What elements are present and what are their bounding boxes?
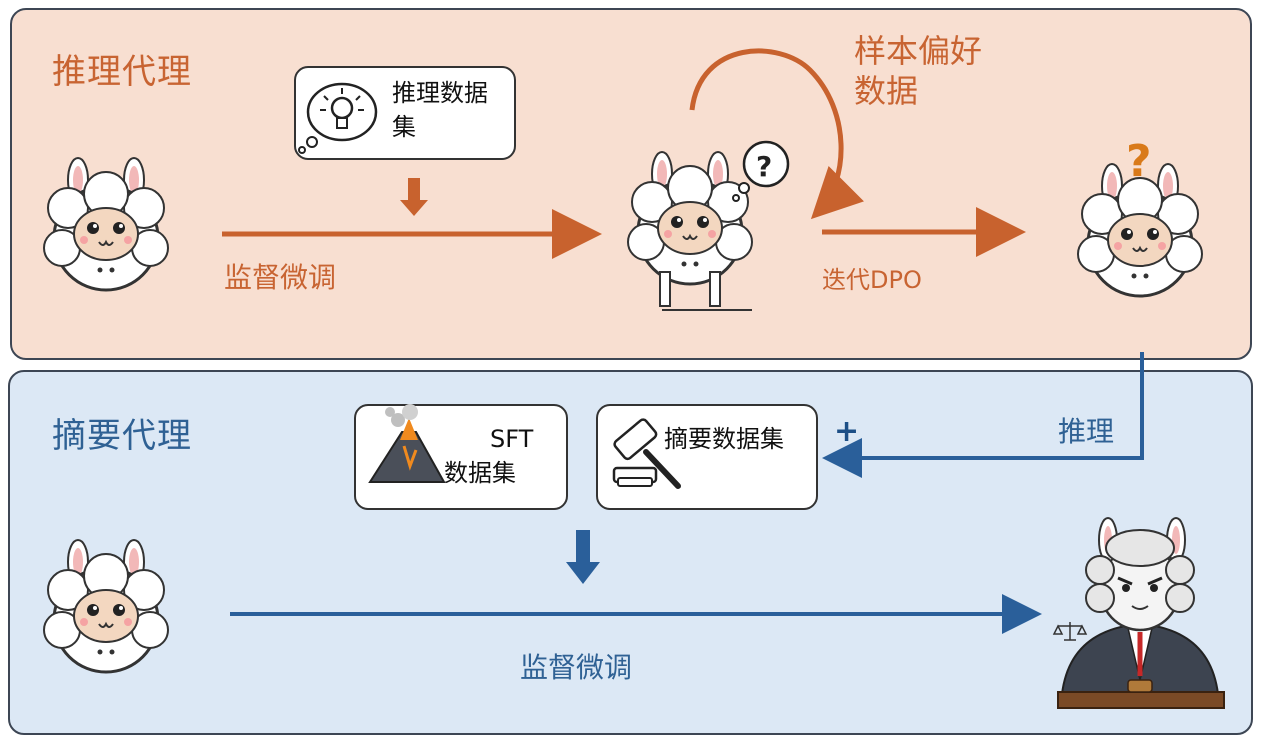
reasoning-agent-panel <box>10 8 1252 360</box>
scales-icon <box>1052 622 1088 641</box>
reasoning-dataset-down-arrow <box>400 178 428 216</box>
preference-data-label-line2: 数据 <box>854 72 919 110</box>
question-llama-icon: ? <box>1076 136 1204 298</box>
svg-text:?: ? <box>756 150 772 183</box>
reasoning-link-label: 推理 <box>1058 415 1115 448</box>
reasoning-sft-label: 监督微调 <box>224 261 337 294</box>
thinking-llama-icon: ? <box>626 140 790 311</box>
summary-dataset-label: 摘要数据集 <box>664 425 784 453</box>
summary-dataset-box <box>596 404 818 510</box>
reasoning-connector-arrow <box>822 352 1144 478</box>
iterative-dpo-label: 迭代DPO <box>822 266 922 294</box>
volcano-icon <box>368 404 446 483</box>
summary-llama-icon <box>42 538 170 674</box>
summary-sft-label: 监督微调 <box>520 651 633 684</box>
sft-dataset-label-line1: SFT <box>490 425 534 453</box>
reasoning-dataset-label-line2: 集 <box>392 113 416 141</box>
svg-text:?: ? <box>1126 136 1152 187</box>
gavel-icon <box>612 418 681 489</box>
preference-loop-arrow <box>689 48 864 220</box>
llama-icon <box>42 156 170 292</box>
reasoning-agent-title: 推理代理 <box>52 52 192 92</box>
preference-data-label-line1: 样本偏好 <box>854 32 983 70</box>
summary-dataset-down-arrow <box>566 530 600 584</box>
summary-agent-title: 摘要代理 <box>52 416 192 456</box>
reasoning-dataset-label-line1: 推理数据 <box>392 79 488 107</box>
sft-dataset-label-line2: 数据集 <box>444 459 516 487</box>
lightbulb-icon <box>298 82 378 154</box>
judge-llama-icon <box>1057 517 1225 709</box>
